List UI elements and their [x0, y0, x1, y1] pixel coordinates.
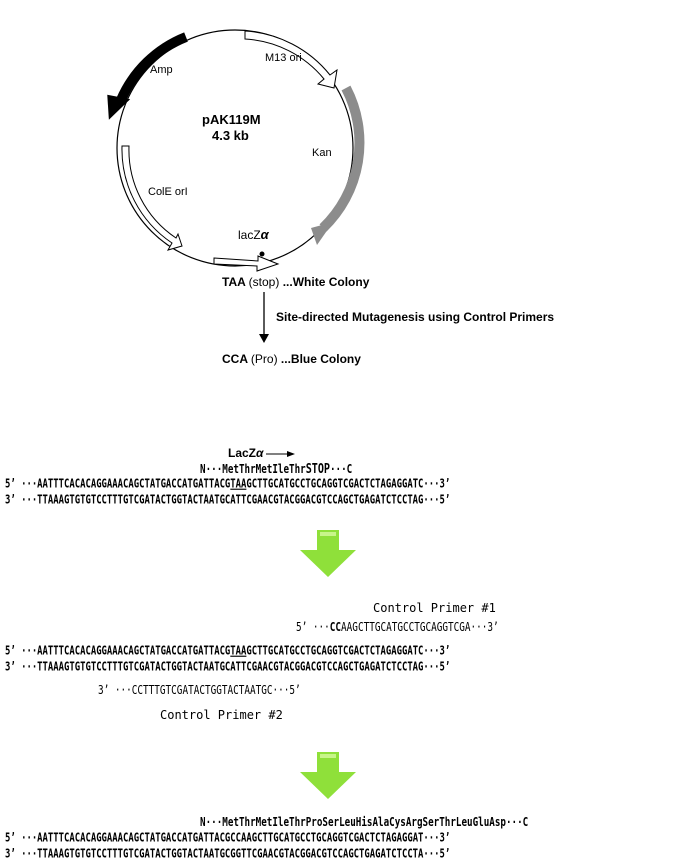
block2-top-strand: 5’ ···AATTTCACACAGGAAACAGCTATGACCATGATTA… [5, 643, 450, 658]
after-mutation-line: CCA (Pro) ...Blue Colony [222, 352, 361, 366]
plasmid-name: pAK119M [202, 112, 261, 127]
mutagenesis-method: Site-directed Mutagenesis using Control … [276, 310, 555, 324]
green-down-arrow-2 [300, 752, 356, 799]
kan-gene-segment [319, 85, 365, 232]
cole-ori-gene-segment [121, 145, 183, 251]
lacz-heading-text: LacZ [228, 446, 257, 460]
m13-ori-gene-segment [244, 30, 338, 89]
block1-aa-suffix: ···C [329, 462, 353, 477]
lacz-alpha-gene-segment [213, 255, 280, 272]
block2-stop-codon: TAA [230, 643, 247, 658]
before-codon: TAA [222, 275, 246, 289]
lacz-alpha-label: lacZα [238, 227, 269, 242]
primer1-prefix: 5’ ··· [296, 620, 330, 635]
after-codon: CCA [222, 352, 248, 366]
block3-top-strand: 5’ ···AATTTCACACAGGAAACAGCTATGACCATGATTA… [5, 830, 450, 845]
primer1-rest: AAGCTTGCATGCCTGCAGGTCGA···3’ [341, 620, 499, 635]
block1-top-prefix: 5’ ···AATTTCACACAGGAAACAGCTATGACCATGATTA… [5, 476, 231, 491]
kan-arrowhead [311, 222, 333, 245]
amp-arrowhead [107, 94, 131, 120]
lacz-heading-alpha: α [256, 446, 264, 460]
block3-bottom-strand: 3’ ···TTAAAGTGTGTCCTTTGTCGATACTGGTACTAAT… [5, 846, 451, 861]
stop-codon-dot [259, 251, 265, 257]
after-note: (Pro) [250, 352, 278, 366]
amp-label: Amp [150, 64, 173, 76]
block2-top-suffix: GCTTGCATGCCTGCAGGTCGACTCTAGAGGATC···3’ [246, 643, 451, 658]
amp-gene-segment [116, 32, 188, 103]
cole-ori-label: ColE orI [148, 186, 188, 198]
before-note: (stop) [248, 275, 280, 289]
control-primer-2-label: Control Primer #2 [160, 708, 283, 722]
block3-top-suffix: AAGCTTGCATGCCTGCAGGTCGACTCTAGAGGAT···3’ [241, 830, 451, 845]
lacz-direction-arrowhead [287, 451, 295, 457]
m13-ori-label: M13 ori [265, 52, 302, 64]
block1-aa-prefix: N···MetThrMetIleThr [200, 462, 306, 477]
block3-amino-acids: N···MetThrMetIleThrProSerLeuHisAlaCysArg… [200, 815, 529, 830]
block2-bottom-strand: 3’ ···TTAAAGTGTGTCCTTTGTCGATACTGGTACTAAT… [5, 659, 451, 674]
block1-top-strand: 5’ ···AATTTCACACAGGAAACAGCTATGACCATGATTA… [5, 476, 450, 491]
block2-top-prefix: 5’ ···AATTTCACACAGGAAACAGCTATGACCATGATTA… [5, 643, 231, 658]
plasmid-size: 4.3 kb [212, 128, 249, 143]
block1-amino-acids: N···MetThrMetIleThrSTOP···C [200, 461, 352, 476]
green-down-arrow-1 [300, 530, 356, 577]
primer1-cc: CC [329, 620, 342, 635]
block1-bottom-strand: 3’ ···TTAAAGTGTGTCCTTTGTCGATACTGGTACTAAT… [5, 492, 451, 507]
kan-label: Kan [312, 147, 332, 159]
block1-top-suffix: GCTTGCATGCCTGCAGGTCGACTCTAGAGGATC···3’ [246, 476, 451, 491]
block1-aa-stop: STOP [305, 461, 330, 477]
block3-top-prefix: 5’ ···AATTTCACACAGGAAACAGCTATGACCATGATTA… [5, 830, 231, 845]
block1-stop-codon: TAA [230, 476, 247, 491]
plasmid-backbone [116, 29, 354, 267]
control-primer-1-sequence: 5’ ···CCAAGCTTGCATGCCTGCAGGTCGA···3’ [296, 620, 499, 635]
control-primer-2-sequence: 3’ ···CCTTTGTCGATACTGGTACTAATGC···5’ [98, 683, 301, 698]
after-result: ...Blue Colony [280, 352, 361, 366]
alpha-symbol: α [260, 227, 269, 242]
lacz-label-text: lacZ [238, 228, 261, 242]
lacz-alpha-heading: LacZα [228, 446, 263, 460]
before-result: ...White Colony [282, 275, 370, 289]
mutagenesis-arrowhead [259, 334, 269, 343]
before-mutation-line: TAA (stop) ...White Colony [222, 275, 369, 289]
block3-mutated-cc: CC [230, 830, 242, 845]
control-primer-1-label: Control Primer #1 [373, 601, 496, 615]
